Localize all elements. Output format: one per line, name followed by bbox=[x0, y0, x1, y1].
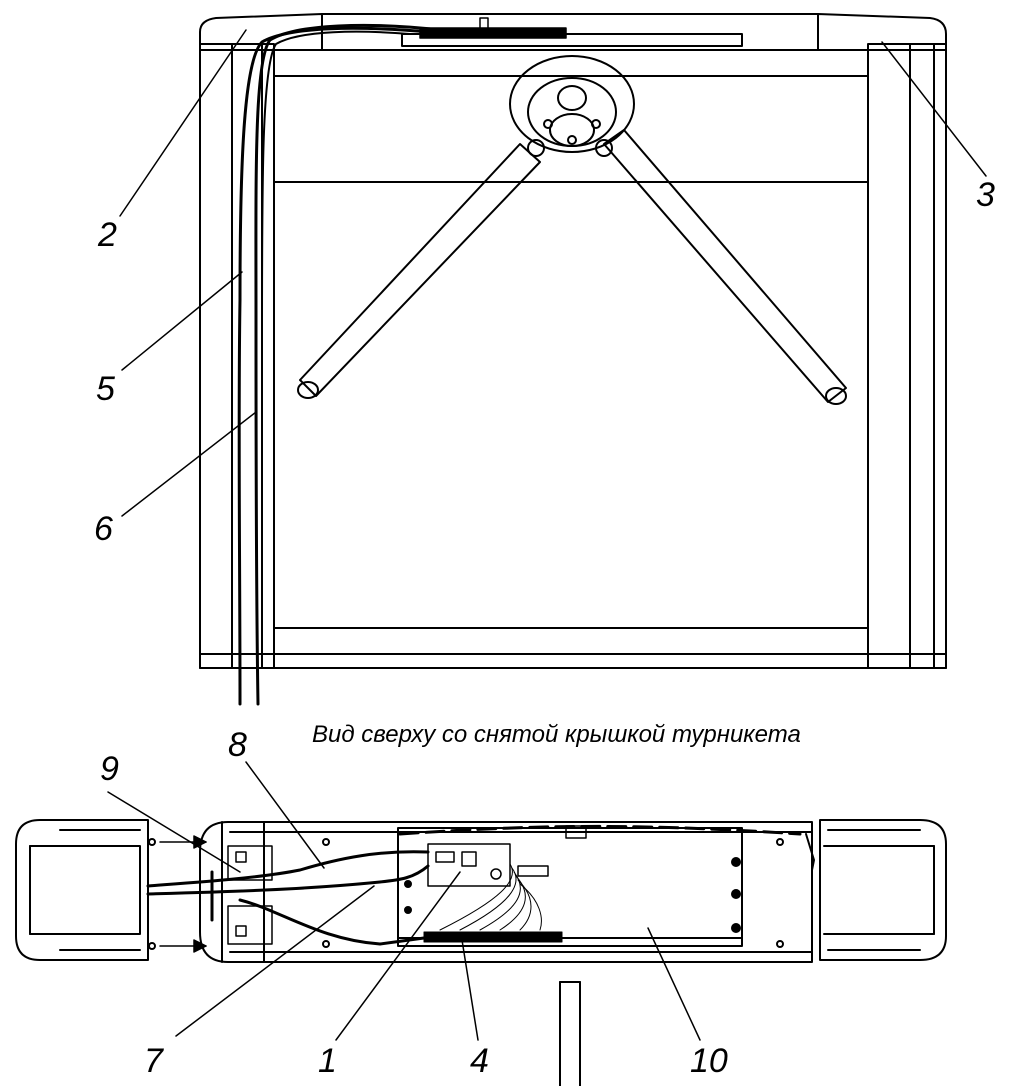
callout-3: 3 bbox=[976, 176, 995, 214]
cables-top bbox=[146, 833, 815, 946]
cables-front bbox=[237, 23, 442, 706]
rotor-hub bbox=[509, 55, 635, 153]
barrier-arm-right bbox=[595, 129, 847, 405]
callout-6: 6 bbox=[94, 510, 113, 548]
cable-clamp bbox=[565, 825, 587, 839]
top-housing bbox=[321, 13, 819, 51]
callout-7: 7 bbox=[144, 1042, 164, 1080]
mounting-arrows bbox=[159, 835, 207, 953]
turnstile-top-view bbox=[15, 761, 947, 1086]
right-post bbox=[817, 13, 947, 669]
callout-4: 4 bbox=[470, 1042, 489, 1080]
callout-1: 1 bbox=[318, 1042, 337, 1080]
barrier-arm-left bbox=[297, 139, 545, 399]
turnstile-front-view bbox=[119, 13, 987, 706]
callout-5: 5 bbox=[96, 370, 115, 408]
leaders-front bbox=[119, 29, 987, 517]
main-body bbox=[199, 821, 813, 963]
callout-10: 10 bbox=[690, 1042, 728, 1080]
top-terminal-strip bbox=[419, 17, 567, 39]
figure-caption: Вид сверху со снятой крышкой турникета bbox=[312, 721, 801, 748]
callout-labels: 2 3 5 6 9 8 7 1 4 10 bbox=[94, 176, 995, 1080]
left-end-cover bbox=[15, 819, 156, 961]
left-post bbox=[199, 13, 323, 669]
callout-8: 8 bbox=[228, 726, 247, 764]
mounting-plate bbox=[401, 33, 743, 47]
right-end-cover bbox=[819, 819, 947, 961]
callout-2: 2 bbox=[97, 216, 117, 254]
leaders-top bbox=[107, 761, 701, 1041]
terminal-strip bbox=[423, 931, 563, 943]
control-board bbox=[427, 843, 549, 887]
board-wires bbox=[439, 863, 542, 931]
inner-frame bbox=[273, 49, 869, 669]
support-post bbox=[559, 981, 581, 1086]
callout-9: 9 bbox=[100, 750, 119, 788]
